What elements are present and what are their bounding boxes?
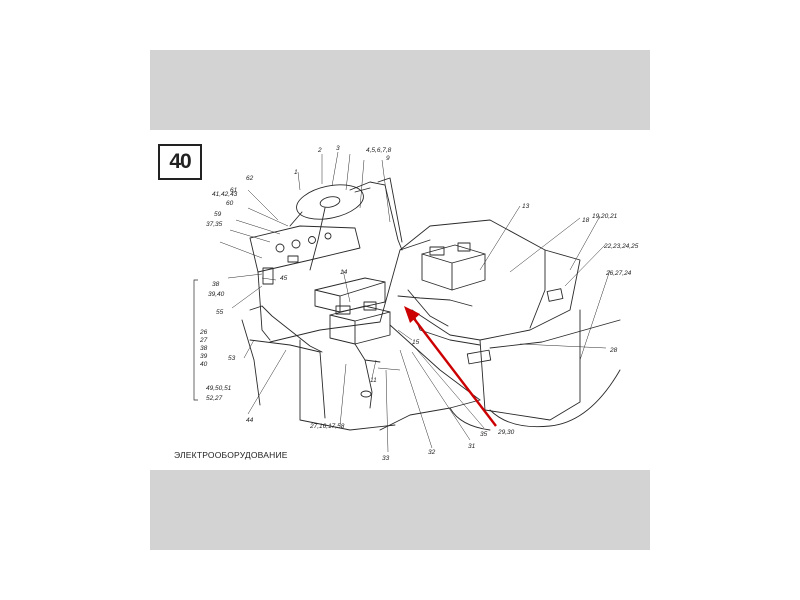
callout-label: 28 (609, 347, 618, 354)
callout-label: 35 (480, 431, 488, 438)
callout-label: 32 (428, 449, 436, 456)
callout-label: 52,27 (206, 395, 223, 402)
callout-label: 45 (280, 275, 288, 282)
callout-label: 39,40 (208, 291, 225, 298)
callout-label: 26,27,24 (605, 270, 632, 277)
callout-label: 1 (294, 169, 298, 176)
callout-label: 29,30 (497, 429, 515, 436)
callout-label: 60 (226, 200, 234, 207)
body-left (269, 239, 431, 343)
callout-label: 18 (582, 217, 590, 224)
callout-label: 38 (212, 281, 220, 288)
callout-label: 4,5,6,7,8 (366, 147, 392, 154)
tail-plate (466, 349, 492, 365)
electrical-diagram: 1 2 3 4,5,6,7,8 9 41,42,43 62 61 60 59 3… (193, 145, 639, 462)
callout-label: 49,50,51 (206, 385, 232, 392)
callout-label: 2 (317, 147, 322, 154)
callout-label: 44 (246, 417, 254, 424)
callout-label: 31 (468, 443, 476, 450)
steering-wheel (296, 184, 364, 220)
callout-label: 11 (370, 377, 377, 384)
rear-battery (421, 244, 486, 291)
callout-label: 26 (199, 329, 208, 336)
callout-label: 37,35 (206, 221, 223, 228)
callout-label: 9 (386, 155, 390, 162)
side-switch (262, 267, 274, 285)
callout-label: 33 (382, 455, 390, 462)
rear-lamp (546, 288, 564, 302)
callout-label: 15 (412, 339, 420, 346)
callout-label: 61 (230, 187, 238, 194)
rear-deck (399, 219, 581, 341)
engine-block (314, 277, 386, 313)
callout-label: 38 (200, 345, 208, 352)
callout-label: 40 (200, 361, 208, 368)
bottom-gray-band (150, 470, 650, 550)
dashboard (249, 225, 361, 273)
callout-label: 27 (199, 337, 208, 344)
callout-label: 39 (200, 353, 208, 360)
callout-label: 22,23,24,25 (603, 243, 639, 250)
callout-arrow (404, 306, 497, 427)
callout-label: 41,42,43 (212, 191, 238, 198)
callout-label: 62 (246, 175, 254, 182)
callout-label: 14 (340, 269, 348, 276)
callout-label: 55 (216, 309, 224, 316)
callout-label: 19,20,21 (592, 213, 618, 220)
plate-number: 40 (169, 150, 191, 173)
wiring-harness (397, 295, 473, 307)
callout-label: 13 (522, 203, 530, 210)
top-gray-band (150, 50, 650, 130)
plate-badge: 40 (158, 144, 202, 180)
callout-label: 59 (214, 211, 222, 218)
diagram-caption: ЭЛЕКТРООБОРУДОВАНИЕ (174, 450, 288, 460)
callout-label: 3 (336, 145, 340, 152)
callout-label: 53 (228, 355, 236, 362)
callout-label: 27,16,17,58 (309, 423, 345, 430)
diagram-sheet: 1 2 3 4,5,6,7,8 9 41,42,43 62 61 60 59 3… (150, 130, 650, 470)
steering-column (309, 207, 326, 271)
